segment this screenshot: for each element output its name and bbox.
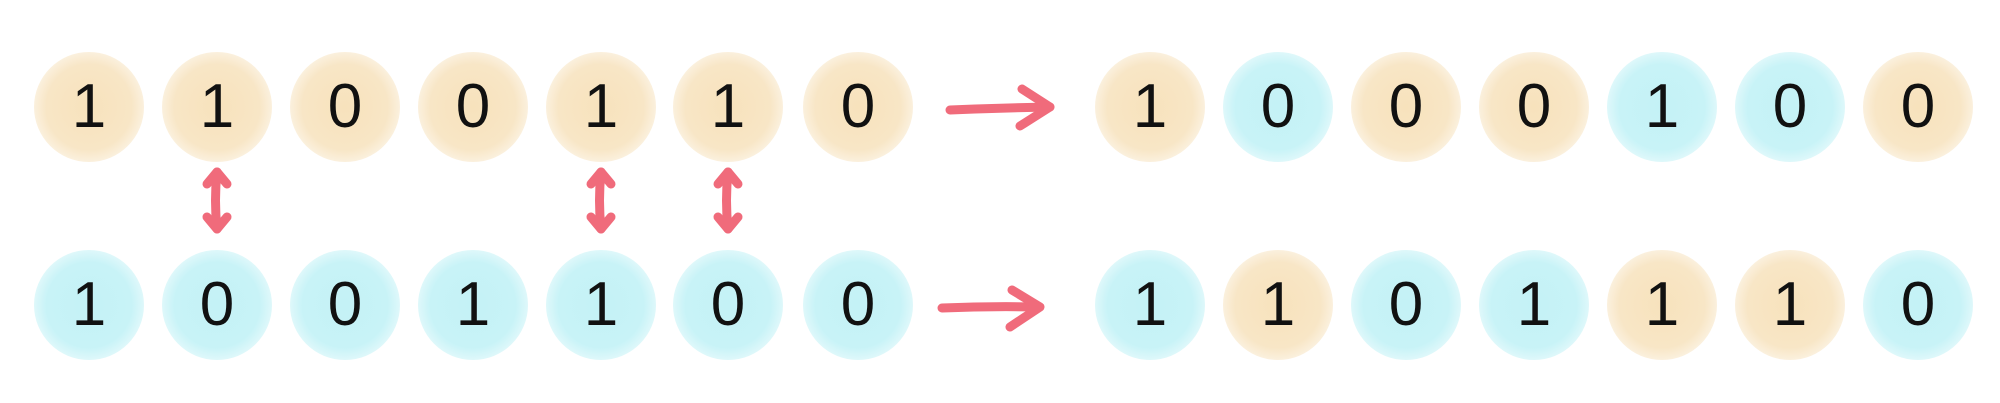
row-1-output-bit-1: 1	[1095, 52, 1205, 162]
row-2-output-bit-1: 1	[1095, 250, 1205, 360]
row-1-input-bit-6: 1	[673, 52, 783, 162]
row-1-output-bit-6: 0	[1735, 52, 1845, 162]
row-2-output-bit-5: 1	[1607, 250, 1717, 360]
row-1-input-bit-5: 1	[546, 52, 656, 162]
row-2-input-bit-6: 0	[673, 250, 783, 360]
swap-arrow-icon	[586, 167, 616, 234]
row-1-output-bit-5: 1	[1607, 52, 1717, 162]
row-2-output-bit-3: 0	[1351, 250, 1461, 360]
row-2-output-bit-7: 0	[1863, 250, 1973, 360]
row-2-input-bit-5: 1	[546, 250, 656, 360]
row-1-output-bit-2: 0	[1223, 52, 1333, 162]
row-1-input-bit-2: 1	[162, 52, 272, 162]
row-2-output-bit-4: 1	[1479, 250, 1589, 360]
row-2-output-bit-2: 1	[1223, 250, 1333, 360]
row-2-input-bit-2: 0	[162, 250, 272, 360]
swap-arrow-icon	[202, 167, 232, 234]
row-2-input-bit-4: 1	[418, 250, 528, 360]
row-1-output-bit-4: 0	[1479, 52, 1589, 162]
right-arrow-icon	[937, 285, 1045, 332]
row-1-input-bit-4: 0	[418, 52, 528, 162]
right-arrow-icon	[945, 84, 1055, 131]
swap-arrow-icon	[713, 167, 743, 234]
row-1-output-bit-7: 0	[1863, 52, 1973, 162]
row-1-output-bit-3: 0	[1351, 52, 1461, 162]
row-2-input-bit-3: 0	[290, 250, 400, 360]
row-1-input-bit-1: 1	[34, 52, 144, 162]
row-1-input-bit-3: 0	[290, 52, 400, 162]
row-2-output-bit-6: 1	[1735, 250, 1845, 360]
row-2-input-bit-7: 0	[803, 250, 913, 360]
row-1-input-bit-7: 0	[803, 52, 913, 162]
row-2-input-bit-1: 1	[34, 250, 144, 360]
